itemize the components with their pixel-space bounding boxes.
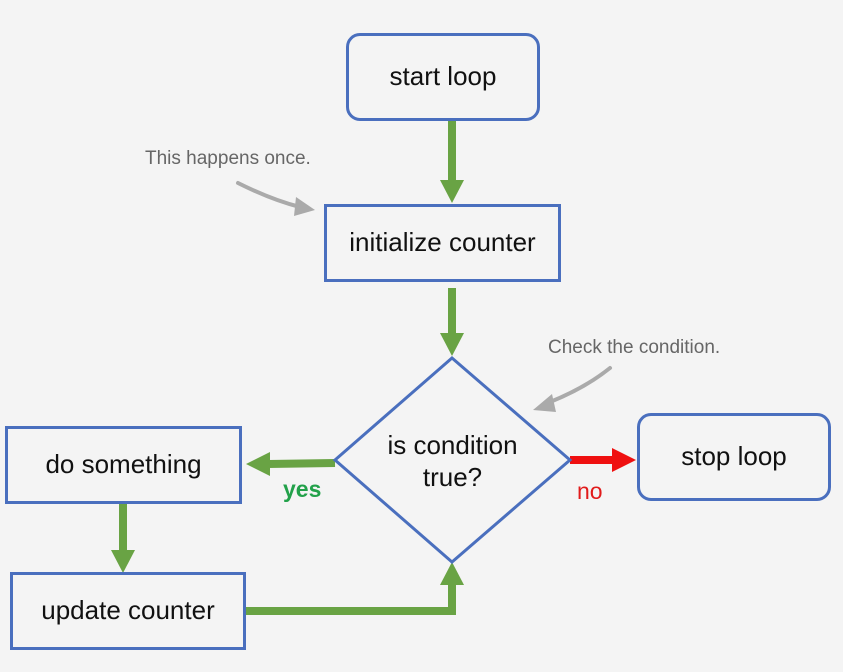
arrow-yes (267, 459, 336, 468)
initialize-counter-node: initialize counter (324, 204, 561, 282)
arrowhead-no (612, 448, 636, 472)
condition-label: is condition true? (365, 425, 540, 497)
note-check-condition: Check the condition. (548, 337, 721, 358)
start-loop-label: start loop (389, 61, 497, 92)
note-once-pointer (236, 181, 302, 209)
condition-label-line1: is condition (387, 429, 518, 460)
start-loop-node: start loop (346, 33, 540, 121)
update-counter-label: update counter (41, 595, 215, 626)
do-something-node: do something (5, 426, 242, 504)
initialize-counter-label: initialize counter (349, 227, 536, 258)
condition-diamond (332, 356, 573, 564)
yes-label: yes (283, 476, 322, 502)
no-label: no (577, 478, 603, 504)
arrowhead-update-to-condition (440, 562, 464, 585)
note-once-pointer-head (294, 197, 315, 216)
note-check-pointer (548, 366, 612, 404)
stop-loop-label: stop loop (681, 441, 787, 472)
arrowhead-start-to-init (440, 180, 464, 203)
note-check-pointer-head (533, 394, 556, 412)
update-counter-node: update counter (10, 572, 246, 650)
note-happens-once: This happens once. (145, 148, 311, 169)
arrow-update-to-condition (246, 583, 456, 615)
stop-loop-node: stop loop (637, 413, 831, 501)
condition-label-line2: true? (422, 462, 483, 492)
arrowhead-yes (246, 452, 270, 476)
arrowhead-do-to-update (111, 550, 135, 573)
do-something-label: do something (45, 449, 202, 480)
arrowhead-init-to-condition (440, 333, 464, 356)
